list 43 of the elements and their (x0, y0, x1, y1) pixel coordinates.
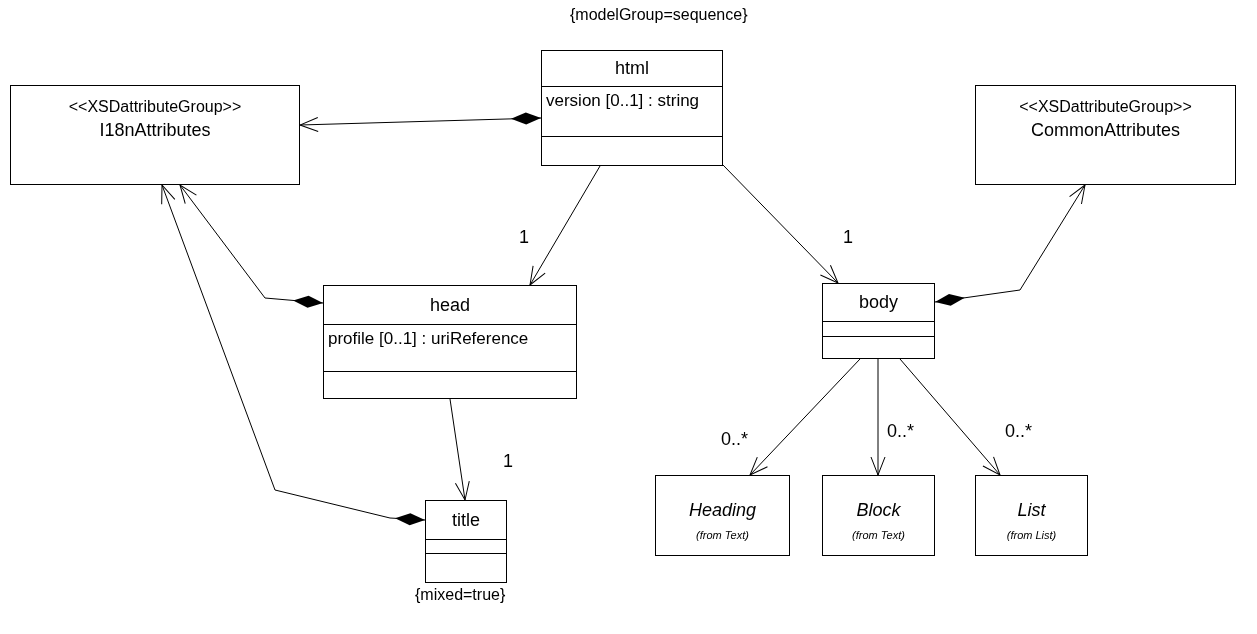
multiplicity-label: 0..* (720, 430, 750, 448)
association-arrow (179, 184, 324, 308)
attribute-text: version [0..1] : string (546, 91, 700, 110)
class-name: Heading (688, 500, 757, 520)
association-arrow (722, 164, 839, 284)
class-name: Block (856, 500, 901, 520)
stereotype-class-box (975, 85, 1236, 185)
package-note: (from Text) (852, 529, 905, 541)
association-arrow (449, 398, 470, 501)
association-arrow (899, 358, 1001, 476)
class-box (822, 283, 935, 359)
multiplicity-label: 0..* (886, 422, 916, 440)
stereotype-class-box (10, 85, 300, 185)
constraint-text: {mixed=true} (415, 586, 506, 604)
abstract-class-box (975, 475, 1088, 556)
class-name: head (429, 294, 470, 316)
association-arrow (529, 165, 601, 286)
multiplicity-label: 0..* (1004, 422, 1034, 440)
association-arrow (161, 184, 426, 526)
class-box (541, 50, 723, 166)
class-name: html (615, 58, 649, 79)
stereotype-text: <<XSDattributeGroup>> (68, 98, 242, 115)
class-name: I18nAttributes (99, 120, 211, 140)
constraint-text: {modelGroup=sequence} (570, 6, 748, 24)
class-name: CommonAttributes (1030, 120, 1181, 140)
attribute-text: profile [0..1] : uriReference (328, 329, 529, 348)
package-note: (from List) (1006, 529, 1057, 541)
package-note: (from Text) (696, 529, 749, 541)
class-name: title (452, 509, 480, 531)
class-name: List (1017, 500, 1046, 520)
association-arrow (749, 358, 861, 476)
abstract-class-box (655, 475, 790, 556)
multiplicity-label: 1 (502, 452, 514, 470)
abstract-class-box (822, 475, 935, 556)
association-arrow (299, 112, 542, 132)
association-arrow (934, 184, 1086, 306)
association-arrow (870, 358, 886, 476)
class-box (323, 285, 577, 399)
class-box (425, 500, 507, 583)
class-name: body (858, 292, 898, 313)
stereotype-text: <<XSDattributeGroup>> (1019, 98, 1192, 115)
multiplicity-label: 1 (842, 228, 854, 246)
multiplicity-label: 1 (518, 228, 530, 246)
